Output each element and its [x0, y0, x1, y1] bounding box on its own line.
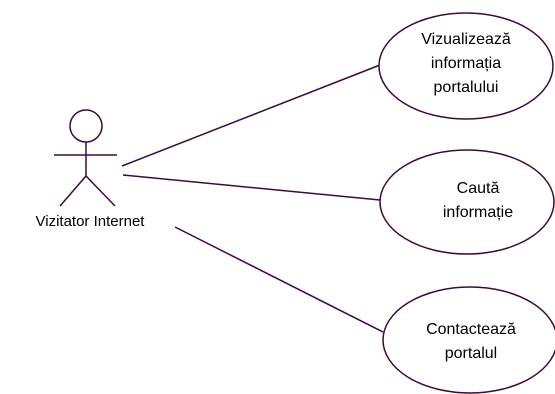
actor-head: [69, 109, 103, 143]
actor-right-leg: [85, 175, 116, 207]
use-case-label-view-info: Vizualizează informația portalului: [386, 28, 546, 100]
use-case-text-line: portalului: [433, 79, 499, 96]
actor-stick-figure: [54, 109, 117, 207]
use-case-text-line: informație: [442, 204, 514, 221]
use-case-text-line: informația: [430, 55, 502, 72]
actor-left-leg: [59, 175, 87, 207]
actor-label: Vizitator Internet: [35, 213, 145, 230]
use-case-label-search-info: Caută informație: [398, 177, 555, 225]
use-case-ellipse-view-info: [378, 12, 554, 120]
use-case-text-line: portalul: [444, 345, 498, 362]
association-line-view-info: [121, 64, 381, 167]
use-case-text-line: Vizualizează: [421, 31, 511, 48]
use-case-ellipse-contact-portal: [382, 286, 555, 394]
use-case-text-line: Caută: [456, 180, 500, 197]
use-case-label-contact-portal: Contactează portalul: [391, 318, 551, 366]
association-line-search-info: [122, 174, 381, 201]
association-line-contact-portal: [174, 226, 384, 333]
use-case-text-line: Contactează: [426, 321, 516, 338]
use-case-ellipse-search-info: [379, 149, 555, 255]
